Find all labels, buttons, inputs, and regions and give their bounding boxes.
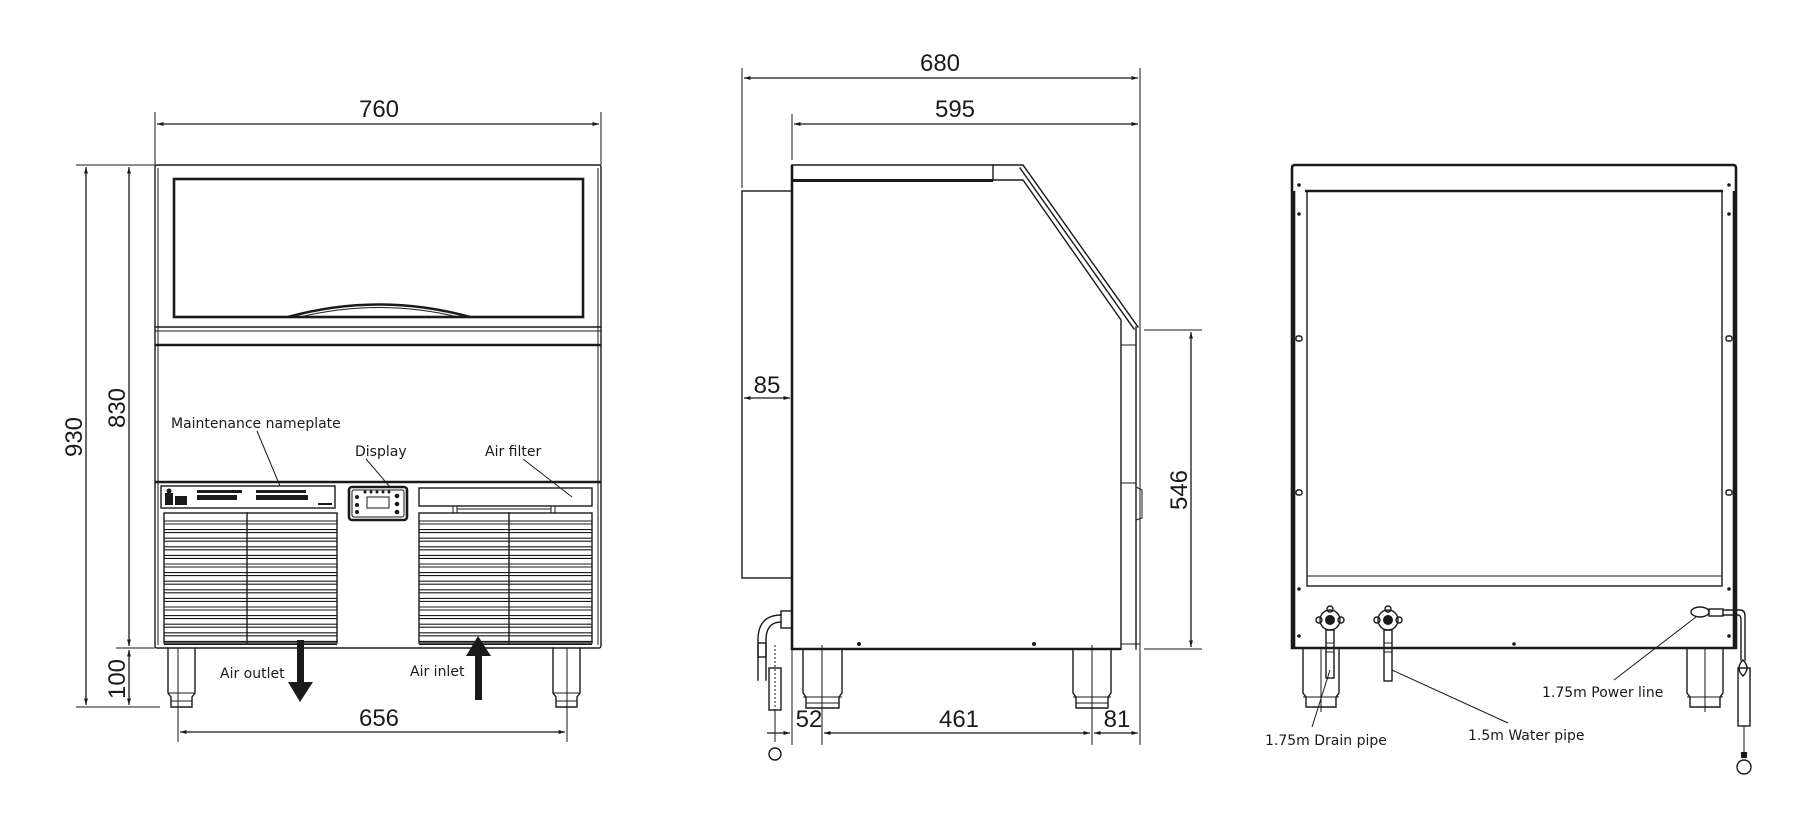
label-air-filter: Air filter — [485, 444, 541, 460]
leader-air-filter — [522, 458, 573, 498]
dimension-label-656: 656 — [359, 705, 399, 732]
leader-nameplate — [256, 430, 281, 487]
rear-cabinet — [1290, 163, 1738, 650]
door-handle — [287, 303, 471, 319]
side-view: 680 595 85 — [741, 50, 1202, 761]
dimension-side-total-depth: 680 — [741, 50, 1141, 330]
label-display: Display — [355, 444, 407, 460]
leader-water-pipe — [1391, 669, 1509, 724]
dimension-label-52: 52 — [796, 706, 823, 733]
leader-drain-pipe — [1311, 669, 1331, 728]
label-maintenance-nameplate: Maintenance nameplate — [171, 416, 341, 432]
front-cabinet — [154, 164, 602, 649]
rear-legs — [1302, 647, 1724, 712]
leader-power-line — [1613, 616, 1697, 681]
label-air-inlet: Air inlet — [410, 664, 465, 680]
rear-view: 1.75m Drain pipe 1.5m Water pipe 1.75m P… — [1265, 163, 1752, 775]
rear-power-cord — [1690, 606, 1752, 775]
side-power-cord — [757, 610, 793, 761]
label-drain-pipe: 1.75m Drain pipe — [1265, 733, 1387, 749]
dimension-side-legs: 52 461 81 — [767, 645, 1141, 745]
leader-display — [365, 458, 391, 488]
side-legs — [802, 648, 1112, 709]
rear-panel — [1306, 190, 1723, 587]
air-outlet-arrow — [288, 640, 313, 702]
label-air-outlet: Air outlet — [220, 666, 285, 682]
label-water-pipe: 1.5m Water pipe — [1468, 728, 1584, 744]
bin-door-window — [172, 177, 585, 319]
display-panel — [347, 485, 409, 522]
dimension-label-81: 81 — [1104, 706, 1131, 733]
dimension-label-461: 461 — [939, 706, 979, 733]
front-view: 760 930 830 100 — [61, 96, 602, 742]
dimension-label-85: 85 — [754, 372, 781, 399]
drain-valve — [1315, 605, 1345, 679]
air-outlet-grille — [163, 512, 338, 645]
side-cabinet — [790, 164, 1143, 651]
dimension-label-100: 100 — [104, 659, 131, 699]
dimension-label-930: 930 — [61, 417, 88, 457]
water-inlet-valve — [1373, 605, 1403, 682]
dimension-label-595: 595 — [935, 96, 975, 123]
air-inlet-arrow — [466, 636, 491, 700]
label-power-line: 1.75m Power line — [1542, 685, 1663, 701]
dimension-label-830: 830 — [104, 388, 131, 428]
dimension-side-front-height: 546 — [1144, 329, 1202, 650]
dimension-front-leg-spacing: 656 — [177, 648, 568, 742]
dimension-front-heights: 930 830 100 — [61, 164, 160, 708]
dimension-label-680: 680 — [920, 50, 960, 77]
dimension-label-760: 760 — [359, 96, 399, 123]
dimension-label-546: 546 — [1166, 470, 1193, 510]
air-filter — [418, 487, 593, 513]
dimension-front-width: 760 — [154, 96, 602, 165]
air-inlet-grille — [418, 512, 593, 645]
dimension-side-back-offset: 85 — [744, 372, 790, 400]
dimension-side-body-depth: 595 — [791, 96, 1138, 160]
maintenance-nameplate — [160, 485, 336, 509]
